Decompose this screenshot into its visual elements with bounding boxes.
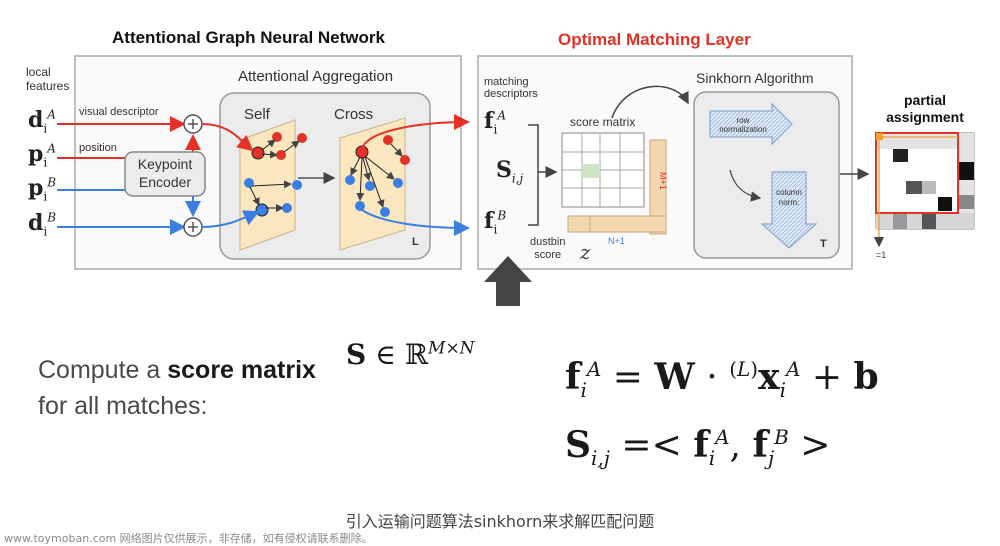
subtitle-caption: 引入运输问题算法sinkhorn来求解匹配问题 bbox=[345, 512, 655, 531]
symbol-piB: piB bbox=[28, 175, 57, 204]
body-line-1-bold: score matrix bbox=[167, 356, 316, 384]
symbol-fiA: fiA bbox=[484, 108, 506, 137]
sum-eq-1-label: =1 bbox=[876, 250, 887, 260]
keypoint-encoder-label-1: Keypoint bbox=[137, 156, 193, 172]
gnn-title: Attentional Graph Neural Network bbox=[112, 28, 385, 47]
symbol-Sij: Si,j bbox=[496, 157, 524, 186]
symbol-diA: diA bbox=[28, 107, 56, 136]
position-label: position bbox=[79, 142, 117, 154]
body-line-2: for all matches: bbox=[38, 392, 208, 420]
row-norm-label-2: normalization bbox=[719, 125, 767, 134]
dustbin-row bbox=[567, 215, 667, 233]
local-features-label-2: features bbox=[26, 79, 70, 93]
matching-descriptors-label-1: matching bbox=[484, 76, 529, 88]
oml-title: Optimal Matching Layer bbox=[558, 30, 751, 49]
architecture-diagram bbox=[57, 55, 975, 306]
score-matrix-label: score matrix bbox=[570, 115, 636, 129]
aggregation-title: Attentional Aggregation bbox=[238, 68, 394, 85]
dustbin-column bbox=[649, 139, 667, 235]
z-label: z bbox=[580, 240, 591, 264]
partial-assignment-matrix bbox=[873, 132, 975, 248]
formula-score-matrix: S ∈ ℝM×N bbox=[346, 338, 475, 371]
keypoint-encoder-label-2: Encoder bbox=[138, 174, 192, 190]
layers-label: L bbox=[412, 236, 419, 248]
partial-assignment-title-1: partial bbox=[903, 92, 946, 108]
dustbin-label-2: score bbox=[534, 249, 562, 261]
symbol-diB: diB bbox=[28, 210, 57, 239]
col-norm-arrow bbox=[760, 171, 818, 249]
up-arrow bbox=[484, 256, 532, 306]
body-line-1-prefix: Compute a bbox=[38, 356, 168, 384]
row-norm-label-1: row bbox=[736, 116, 750, 125]
partial-assignment-title-2: assignment bbox=[886, 109, 964, 125]
symbol-fiB: fiB bbox=[484, 208, 507, 237]
local-features-label-1: local bbox=[26, 65, 51, 79]
iterations-label: T bbox=[820, 238, 827, 250]
keypoint-encoder-box bbox=[124, 151, 206, 197]
dustbin-label-1: dustbin bbox=[530, 236, 566, 248]
self-label: Self bbox=[244, 106, 270, 123]
cross-label: Cross bbox=[334, 106, 374, 123]
m-plus-1-label: M+1 bbox=[658, 172, 668, 190]
symbol-piA: piA bbox=[28, 141, 56, 170]
row-norm-arrow bbox=[709, 102, 793, 146]
visual-descriptor-label: visual descriptor bbox=[79, 106, 159, 118]
n-plus-1-label: N+1 bbox=[608, 236, 625, 246]
col-norm-label-1: column bbox=[776, 188, 802, 197]
watermark: www.toymoban.com 网络图片仅供展示，非存储，如有侵权请联系删除。 bbox=[4, 532, 373, 545]
col-norm-label-2: norm. bbox=[778, 198, 800, 207]
matching-descriptors-label-2: descriptors bbox=[484, 88, 538, 100]
formula-fiA: fiA = W · (L)xiA + b bbox=[565, 356, 879, 403]
formula-Sij: Si,j =< fiA, fjB > bbox=[565, 424, 831, 471]
sinkhorn-title: Sinkhorn Algorithm bbox=[696, 70, 814, 86]
body-line-1: Compute a score matrix bbox=[38, 352, 316, 388]
